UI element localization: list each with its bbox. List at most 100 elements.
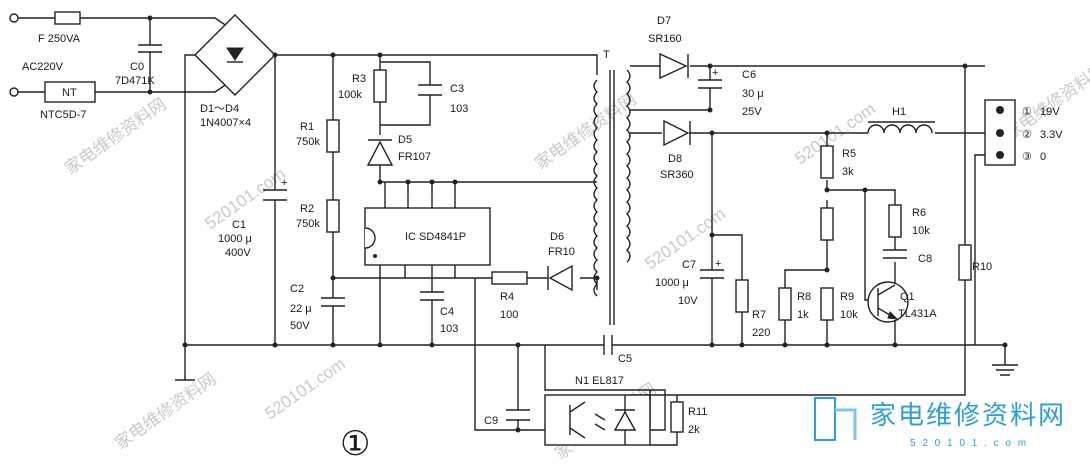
capacitor-c8: C8	[883, 250, 932, 265]
capacitor-c4: C4 103	[420, 292, 458, 335]
d5-part: FR107	[398, 151, 431, 163]
figure-number-text: ①	[340, 425, 370, 463]
resistor-divider-mid	[821, 208, 833, 240]
c1-plus: +	[281, 177, 287, 189]
inductor-h1: H1	[868, 106, 935, 133]
logo-text: 家电维修资料网	[870, 400, 1066, 430]
pin1-label: 19V	[1040, 106, 1060, 118]
q1-part: TL431A	[898, 308, 937, 320]
r6-name: R6	[912, 207, 926, 219]
r4-name: R4	[500, 291, 514, 303]
bridge-part: 1N4007×4	[200, 117, 251, 129]
c4-value: 103	[440, 323, 458, 335]
c4-name: C4	[440, 306, 454, 318]
fuse-f: F 250VA	[38, 12, 81, 45]
r8-value: 1k	[797, 309, 809, 321]
opto-label: N1 EL817	[575, 375, 624, 387]
r5-value: 3k	[842, 166, 854, 178]
r6-value: 10k	[912, 225, 930, 237]
site-logo: 家电维修资料网 5 2 0 1 0 1 . c o m	[815, 398, 1066, 449]
resistor-r1: R1 750k	[296, 120, 339, 152]
r9-value: 10k	[840, 309, 858, 321]
r3-name: R3	[352, 73, 366, 85]
q1-name: Q1	[900, 291, 915, 303]
optocoupler-n1: N1 EL817	[545, 375, 650, 445]
c5-name: C5	[618, 353, 632, 365]
resistor-r8: R8 1k	[779, 288, 811, 321]
h1-name: H1	[892, 106, 906, 118]
r11-name: R11	[688, 406, 707, 418]
c1-name: C1	[232, 219, 246, 231]
pin3-num: ③	[1022, 151, 1032, 163]
r2-value: 750k	[296, 218, 320, 230]
c6-value1: 30 μ	[742, 88, 764, 100]
c1-value1: 1000 μ	[218, 233, 252, 245]
r9-name: R9	[840, 291, 854, 303]
transformer-name: T	[603, 49, 610, 61]
transformer-t: T	[594, 49, 630, 325]
c7-value2: 10V	[678, 295, 698, 307]
resistor-r6: R6 10k	[889, 205, 930, 237]
capacitor-c5: C5	[604, 335, 632, 365]
diode-d7: D7 SR160	[648, 15, 688, 78]
fuse-label: F 250VA	[38, 33, 81, 45]
watermark-url: 520101.com	[261, 354, 349, 423]
regulator-q1: Q1 TL431A	[868, 282, 937, 322]
pin3-label: 0	[1040, 151, 1046, 163]
watermark-text: 家电维修资料网	[531, 89, 639, 173]
ic-sd4841p: IC SD4841P	[365, 208, 490, 265]
diode-d8: D8 SR360	[660, 121, 694, 181]
pin1-num: ①	[1022, 106, 1032, 118]
c1-value2: 400V	[225, 247, 251, 259]
r1-value: 750k	[296, 136, 320, 148]
r7-value: 220	[752, 327, 770, 339]
resistor-r3: R3 100k	[338, 70, 386, 102]
c0-value: 7D471K	[115, 75, 155, 87]
resistor-r2: R2 750k	[296, 200, 339, 232]
capacitor-c0: C0 7D471K	[115, 45, 162, 87]
output-connector: ① 19V ② 3.3V ③ 0	[985, 100, 1063, 165]
r10-name: R10	[972, 261, 992, 273]
bridge-name: D1～D4	[200, 103, 239, 115]
r3-value: 100k	[338, 89, 362, 101]
c2-value1: 22 μ	[290, 303, 312, 315]
c7-plus: +	[715, 258, 721, 270]
c6-plus: +	[712, 67, 718, 79]
diode-d5: D5 FR107	[368, 134, 431, 165]
wiring	[18, 18, 1018, 430]
diode-d6: D6 FR10	[548, 231, 575, 290]
ntc-name: NT	[62, 87, 77, 99]
c0-name: C0	[130, 61, 144, 73]
junctions	[148, 16, 1008, 433]
c9-name: C9	[484, 415, 498, 427]
resistor-r7: R7 220	[736, 280, 770, 339]
thermistor-nt: NT NTC5D-7	[40, 82, 95, 121]
r7-name: R7	[752, 309, 766, 321]
ntc-part: NTC5D-7	[40, 109, 86, 121]
resistor-r4: R4 100	[492, 272, 527, 321]
r11-value: 2k	[688, 424, 700, 436]
bridge-rectifier: D1～D4 1N4007×4	[195, 15, 275, 129]
capacitor-c3: C3 103	[418, 83, 468, 115]
c2-name: C2	[290, 283, 304, 295]
d7-name: D7	[657, 15, 671, 27]
pin2-num: ②	[1022, 129, 1032, 141]
d8-part: SR360	[660, 169, 694, 181]
c3-value: 103	[450, 103, 468, 115]
watermark-text: 家电维修资料网	[111, 369, 219, 453]
resistor-r5: R5 3k	[821, 146, 856, 178]
c7-name: C7	[682, 259, 696, 271]
resistor-r9: R9 10k	[821, 288, 858, 321]
r1-name: R1	[300, 121, 314, 133]
r8-name: R8	[797, 291, 811, 303]
pin2-label: 3.3V	[1040, 129, 1063, 141]
resistor-r11: R11 2k	[650, 395, 707, 445]
r4-value: 100	[500, 309, 518, 321]
ac-input-label: AC220V	[22, 61, 64, 73]
d8-name: D8	[668, 153, 682, 165]
capacitor-c9: C9	[484, 410, 530, 427]
c7-value1: 1000 μ	[655, 277, 689, 289]
logo-url: 5 2 0 1 0 1 . c o m	[910, 438, 1028, 449]
watermark-text: 家电维修资料网	[61, 94, 169, 178]
